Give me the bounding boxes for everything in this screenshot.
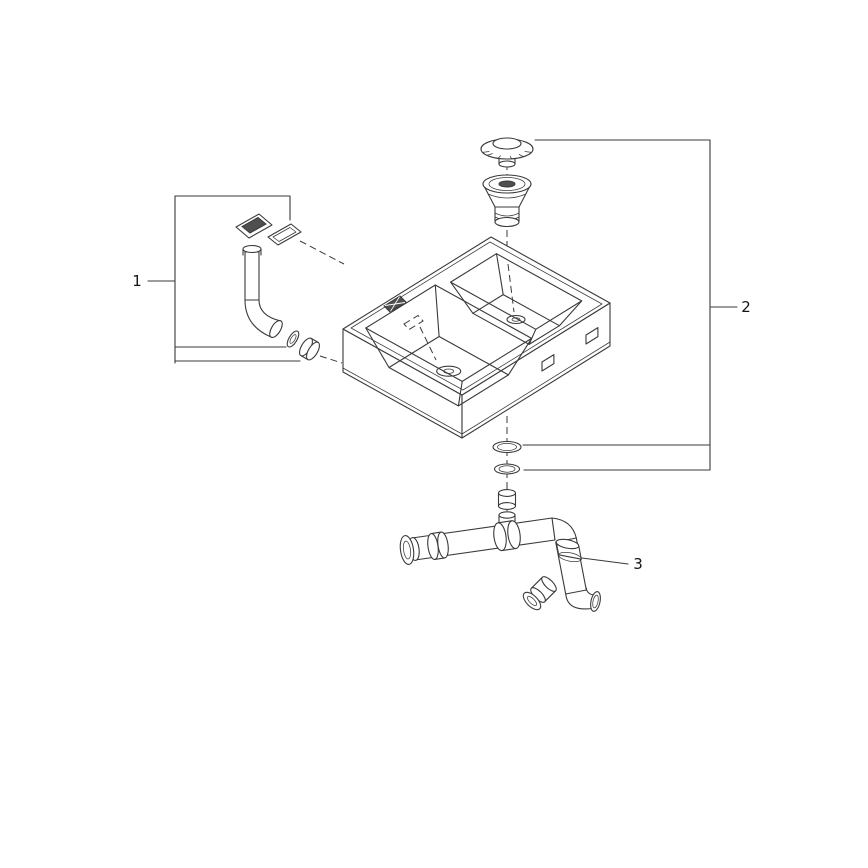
seal-ring-upper (492, 440, 522, 454)
overflow-assembly (235, 213, 320, 361)
callout-2-label: 2 (741, 298, 751, 316)
callout-3-label: 3 (633, 555, 643, 573)
callout-2-leader (522, 139, 738, 471)
overflow-pipe (244, 251, 260, 301)
callout-1-label: 1 (132, 272, 142, 290)
callout-3-leader (581, 557, 629, 565)
seal-rings (492, 440, 522, 475)
mounting-clip (541, 354, 555, 372)
trap-inlet-flange (399, 535, 420, 565)
overflow-nut (299, 337, 320, 361)
drain-tailpiece (497, 489, 517, 510)
overflow-holes (383, 263, 515, 361)
seal-ring-lower (493, 463, 521, 475)
big-basin-drain (436, 365, 462, 377)
sink-double-basin (342, 236, 611, 439)
trap-tee-nut (493, 520, 521, 552)
trap-left-slip-nut (427, 531, 449, 560)
overflow-washer (286, 330, 300, 348)
trap-side-nut (522, 576, 557, 611)
mounting-clip (585, 327, 599, 345)
strainer-funnel (482, 174, 532, 228)
drain-trap-assembly (399, 511, 601, 612)
overflow-gasket (267, 223, 302, 246)
trap-junction-nut (555, 538, 582, 563)
small-basin-drain (506, 314, 526, 325)
callout-1-leader (147, 195, 301, 364)
strainer-cap (480, 137, 534, 168)
